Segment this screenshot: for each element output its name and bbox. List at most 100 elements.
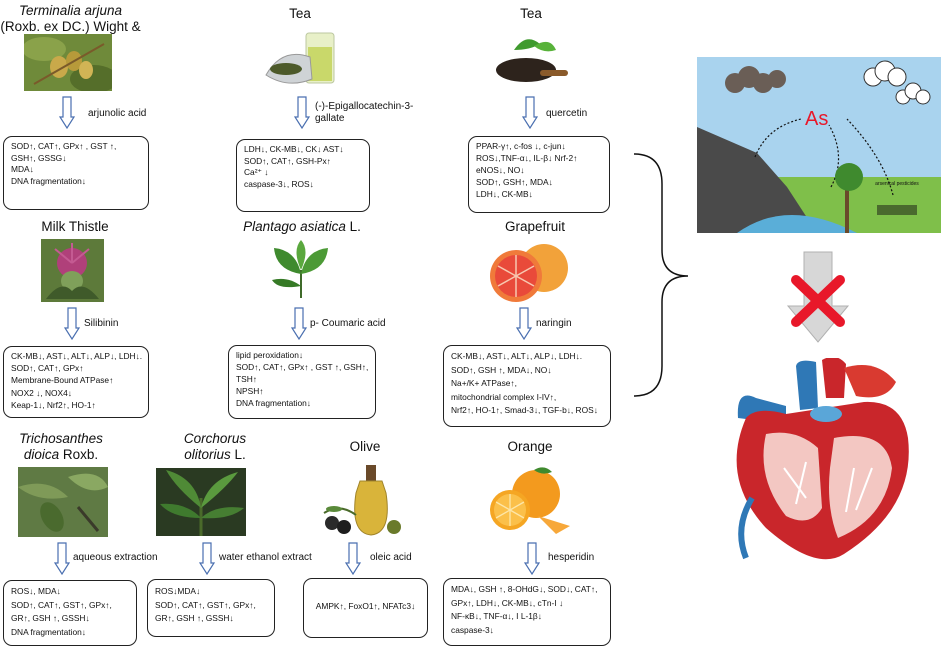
effect-line: NOX2 ↓, NOX4↓ [11, 387, 72, 398]
effect-line: DNA fragmentation↓ [236, 398, 311, 408]
effect-line: mitochondrial complex I-IV↑, [451, 391, 557, 402]
grapefruit-photo [478, 240, 574, 304]
effect-line: ROS↓,TNF-α↓, IL-β↓ Nrf-2↑ [476, 153, 578, 163]
down-arrow [345, 542, 361, 576]
milk-thistle-flower-photo [41, 239, 104, 302]
effect-line: SOD↑, CAT↑, GPx↑ , GST ↑, [11, 141, 117, 151]
effect-line: LDH↓, CK-MB↓, CK↓ AST↓ [244, 144, 344, 154]
effect-line: PPAR-γ↑, c-fos ↓, c-jun↓ [476, 141, 566, 151]
green-tea-cup-photo [262, 27, 342, 91]
effect-line: CK-MB↓, AST↓, ALT↓, ALP↓, LDH↓. [451, 351, 583, 361]
effect-line: AMPK↑, FoxO1↑, NFATc3↓ [315, 601, 416, 611]
effect-line: SOD↑, CAT↑, GSH-Px↑ [244, 155, 331, 166]
compound-label-corchorus: water ethanol extract [219, 552, 312, 563]
down-arrow [199, 542, 215, 576]
effect-line: CK-MB↓, AST↓, ALT↓, ALP↓, LDH↓. [11, 351, 143, 361]
effect-line: GPx↑, LDH↓, CK-MB↓, cTn-I ↓ [451, 597, 564, 608]
plantago-leaves-photo [268, 240, 334, 302]
blocked-arrow [782, 250, 854, 346]
compound-label-grapefruit: naringin [536, 318, 572, 329]
arsenic-label: As [805, 108, 828, 130]
effect-line: SOD↑, CAT↑, GPx↑ [11, 363, 84, 374]
down-arrow [64, 307, 80, 341]
effects-box-olive: AMPK↑, FoxO1↑, NFATc3↓ [303, 578, 428, 638]
panel-title-trichosanthes-rest: Roxb. [59, 447, 99, 462]
orange-photo [480, 466, 574, 534]
panel-title-corchorus-rest: L. [230, 447, 246, 462]
effect-line: NF-κB↓, TNF-α↓, I L-1β↓ [451, 611, 542, 621]
compound-label-milk-thistle: Silibinin [84, 318, 119, 329]
effects-box-grapefruit: CK-MB↓, AST↓, ALT↓, ALP↓, LDH↓. SOD↑, GS… [443, 345, 611, 427]
effects-box-plantago: lipid peroxidation↓ SOD↑, CAT↑, GPx↑ , G… [228, 345, 376, 419]
compound-label-orange: hesperidin [548, 552, 595, 563]
down-arrow [516, 307, 532, 341]
effect-line: DNA fragmentation↓ [11, 626, 86, 637]
effect-line: GR↑, GSH ↑, GSSH↓ [155, 613, 234, 623]
effect-line: lipid peroxidation↓ [236, 350, 304, 360]
panel-title-corchorus: Corchorus olitorius L. [170, 431, 260, 463]
red-x-cross-icon [791, 275, 845, 327]
compound-label-trichosanthes: aqueous extraction [73, 552, 158, 563]
compound-label-plantago: p- Coumaric acid [310, 318, 386, 329]
effect-line: ROS↓MDA↓ [155, 586, 201, 596]
panel-title-plantago-italic: Plantago asiatica [243, 219, 346, 234]
terminalia-fruit-photo [24, 34, 112, 91]
panel-title-olive-text: Olive [349, 439, 381, 454]
panel-title-orange: Orange [490, 439, 570, 455]
effect-line: Na+/K+ ATPase↑, [451, 378, 517, 388]
panel-title-trichosanthes-italic: Trichosanthes dioica [19, 431, 103, 462]
effect-line: SOD↑, GSH ↑, MDA↓, NO↓ [451, 364, 552, 375]
effect-line: Nrf2↑, HO-1↑, Smad-3↓, TGF-b↓, ROS↓ [451, 405, 598, 415]
effect-line: MDA↓ [11, 164, 34, 175]
panel-title-tea-egcg-text: Tea [289, 6, 311, 21]
tea-leaves-spoon-photo [490, 30, 570, 88]
panel-title-grapefruit: Grapefruit [480, 219, 590, 235]
effect-line: DNA fragmentation↓ [11, 175, 86, 186]
effects-box-tea-egcg: LDH↓, CK-MB↓, CK↓ AST↓ SOD↑, CAT↑, GSH-P… [236, 139, 370, 212]
right-curly-brace [632, 150, 692, 400]
effect-line: GR↑, GSH ↑, GSSH↓ [11, 613, 90, 623]
effect-line: SOD↑, CAT↑, GST↑, GPx↑, [155, 599, 256, 610]
effects-box-tea-quercetin: PPAR-γ↑, c-fos ↓, c-jun↓ ROS↓,TNF-α↓, IL… [468, 136, 610, 213]
panel-title-tea-egcg: Tea [265, 6, 335, 22]
effect-line: NPSH↑ [236, 386, 264, 396]
panel-title-grapefruit-text: Grapefruit [504, 219, 566, 234]
pesticides-label: arsenical pesticides [875, 181, 919, 187]
effects-box-corchorus: ROS↓MDA↓ SOD↑, CAT↑, GST↑, GPx↑, GR↑, GS… [147, 579, 275, 637]
panel-title-olive: Olive [330, 439, 400, 455]
effect-line: SOD↑, CAT↑, GPx↑ , GST ↑, GSH↑, [236, 362, 369, 372]
down-arrow [291, 307, 307, 341]
down-arrow [522, 96, 538, 130]
compound-label-olive: oleic acid [370, 552, 412, 563]
compound-label-tea-quercetin: quercetin [546, 108, 588, 119]
panel-title-milk-thistle-text: Milk Thistle [41, 219, 109, 234]
effects-box-orange: MDA↓, GSH ↑, 8-OHdG↓, SOD↓, CAT↑, GPx↑, … [443, 578, 611, 646]
effect-line: SOD↑, GSH↑, MDA↓ [476, 177, 553, 187]
effects-box-terminalia: SOD↑, CAT↑, GPx↑ , GST ↑, GSH↑, GSSG↓ MD… [3, 136, 149, 210]
panel-title-plantago: Plantago asiatica L. [232, 219, 372, 235]
down-arrow [524, 542, 540, 576]
compound-label-terminalia: arjunolic acid [88, 108, 147, 119]
effect-line: ROS↓, MDA↓ [11, 586, 61, 596]
effect-line: TSH↑ [236, 374, 257, 384]
effects-box-trichosanthes: ROS↓, MDA↓ SOD↑, CAT↑, GST↑, GPx↑, GR↑, … [3, 580, 137, 646]
effect-line: caspase-3↓ [451, 624, 494, 635]
panel-title-orange-text: Orange [507, 439, 553, 454]
effect-line: eNOS↓, NO↓ [476, 165, 525, 175]
down-arrow [59, 96, 75, 130]
heart-cross-section-illustration [726, 358, 926, 568]
effect-line: Membrane-Bound ATPase↑ [11, 375, 114, 386]
olive-oil-photo [320, 463, 410, 539]
panel-title-trichosanthes: Trichosanthes dioica Roxb. [6, 431, 116, 463]
effect-line: Keap-1↓, Nrf2↑, HO-1↑ [11, 399, 96, 410]
arsenic-environment-illustration: As arsenical pesticides [697, 57, 941, 233]
trichosanthes-plant-photo [18, 467, 108, 537]
down-arrow [54, 542, 70, 576]
effect-line: SOD↑, CAT↑, GST↑, GPx↑, [11, 599, 112, 610]
panel-title-tea-quercetin: Tea [496, 6, 566, 22]
compound-label-tea-egcg: (-)-Epigallocatechin-3-gallate [315, 101, 414, 124]
panel-title-milk-thistle: Milk Thistle [20, 219, 130, 235]
effect-line: LDH↓, CK-MB↓ [476, 189, 533, 199]
corchorus-plant-photo [156, 468, 246, 536]
effect-line: GSH↑, GSSG↓ [11, 152, 67, 163]
